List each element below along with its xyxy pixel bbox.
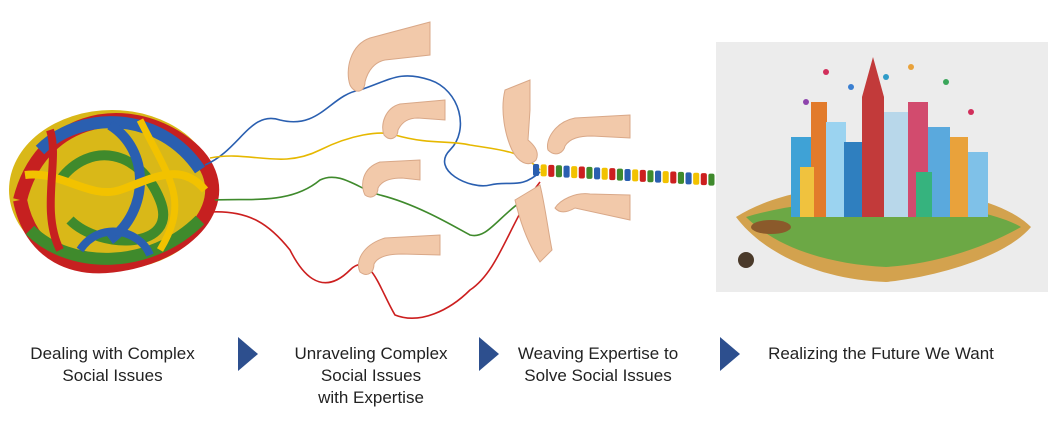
hand-icon (514, 184, 553, 263)
balloons (803, 64, 974, 115)
hands-group (347, 21, 631, 275)
green-thread (214, 176, 541, 237)
step-label-unraveling: Unraveling Complex Social Issues with Ex… (294, 344, 448, 407)
hand-icon (382, 99, 446, 140)
hand-icon (554, 193, 631, 221)
braid-segment (662, 171, 669, 184)
braid-segment (670, 171, 677, 184)
braid-segment (578, 166, 585, 179)
braid-segment (548, 164, 555, 177)
braid-segment (601, 167, 608, 180)
braid-segment (571, 166, 578, 179)
braid-segment (700, 173, 707, 186)
braid-segment (685, 172, 692, 185)
braid-segment (677, 171, 684, 184)
hand-icon (546, 114, 631, 155)
blue-thread (204, 75, 541, 187)
braid-segment (540, 164, 547, 177)
braid-segment (533, 164, 540, 176)
skyline (791, 57, 988, 217)
triangle-arrow-icon (479, 337, 499, 371)
braid-segment (639, 169, 646, 182)
braid-segment (609, 168, 616, 181)
city-illustration-panel (716, 42, 1048, 292)
hand-icon (347, 21, 431, 92)
braid-segment (655, 170, 662, 183)
woven-braid-icon (533, 164, 715, 186)
braid-segment (616, 168, 623, 181)
tangled-yarn-ball-icon (9, 110, 219, 274)
red-thread (209, 181, 541, 319)
braid-segment (624, 169, 631, 181)
triangle-arrow-icon (720, 337, 740, 371)
braid-segment (555, 165, 562, 178)
step-label-dealing: Dealing with Complex Social Issues (30, 344, 195, 385)
braid-segment (693, 172, 700, 185)
step-label-realizing: Realizing the Future We Want (768, 344, 994, 363)
hand-icon (362, 159, 421, 198)
braid-segment (708, 173, 715, 186)
braid-segment (586, 166, 593, 179)
braid-segment (594, 167, 601, 180)
hand-icon (502, 79, 538, 165)
braid-segment (632, 169, 639, 182)
braid-segment (647, 170, 654, 183)
triangle-arrow-icon (238, 337, 258, 371)
hand-icon (358, 234, 441, 275)
step-label-weaving: Weaving Expertise to Solve Social Issues (517, 344, 679, 385)
braid-segment (563, 165, 570, 178)
city-skyline-icon (736, 57, 1031, 282)
